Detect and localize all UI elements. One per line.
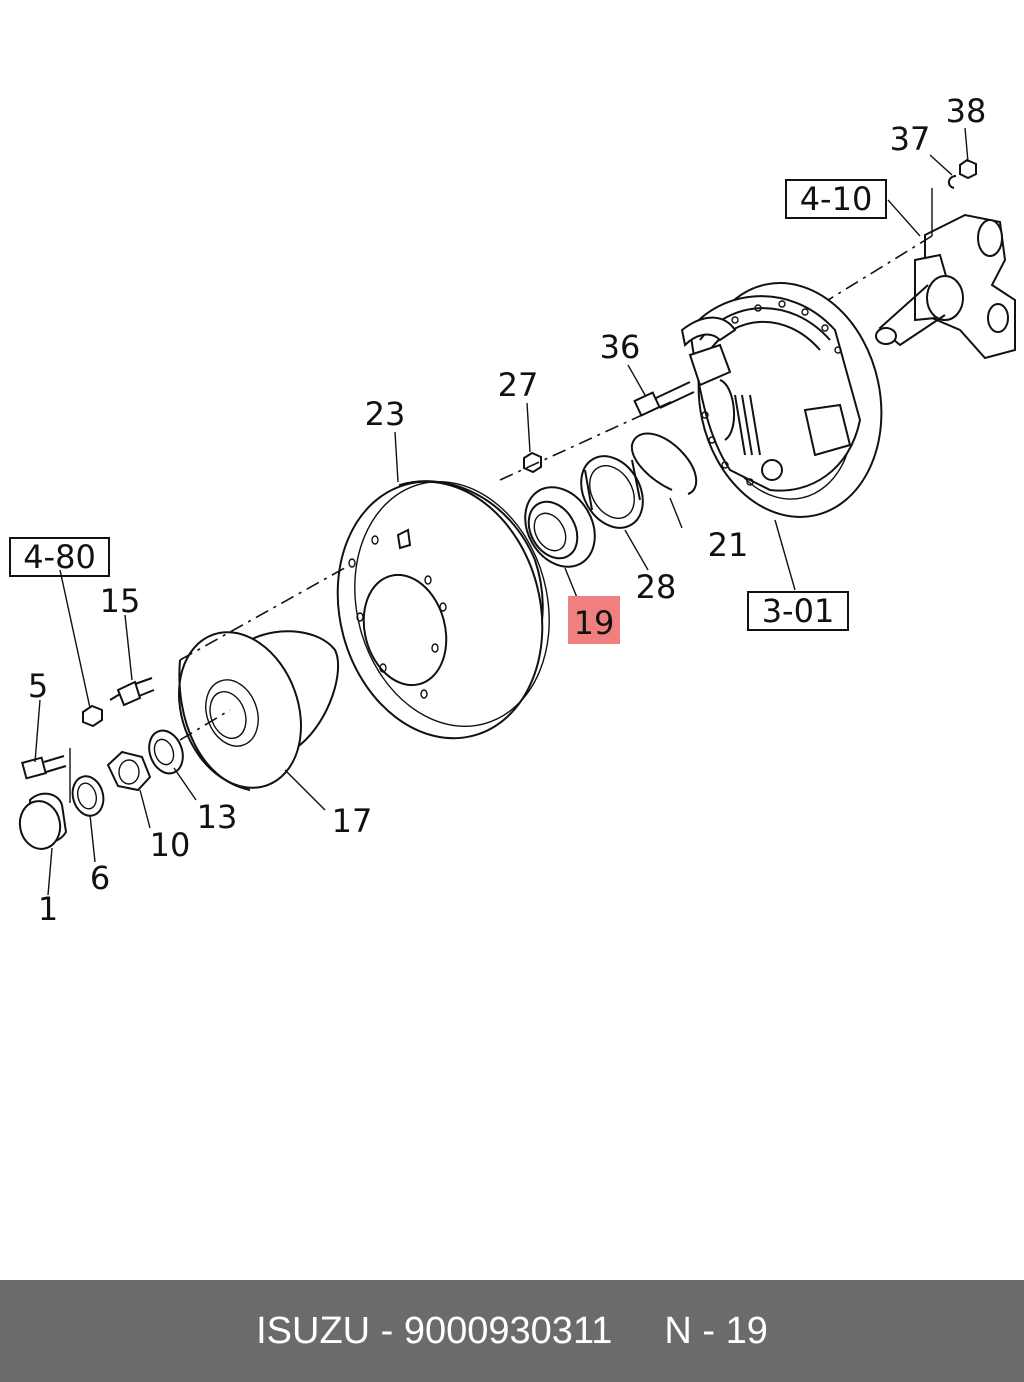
bearing-13	[148, 729, 184, 775]
callout-21: 21	[708, 526, 749, 564]
footer-bar: ISUZU - 9000930311 N - 19	[0, 1280, 1024, 1382]
bolt-36	[633, 381, 695, 417]
callout-28: 28	[636, 568, 677, 606]
lock-nut-10	[106, 750, 152, 792]
callout-23: 23	[365, 395, 406, 433]
callout-37: 37	[890, 120, 931, 158]
callout-27: 27	[498, 366, 539, 404]
ref-box-3-01: 3-01	[747, 591, 849, 631]
callout-13: 13	[197, 798, 238, 836]
ref-label-3-01: 3-01	[762, 592, 835, 630]
gasket-6	[71, 775, 105, 817]
callout-36: 36	[600, 328, 641, 366]
callout-numbers: 19 23 27 36 21 28 37 38 15 5 13 17 10 6 …	[28, 92, 987, 928]
callout-15: 15	[100, 582, 141, 620]
hub-bolt-15	[109, 677, 155, 707]
callout-38: 38	[946, 92, 987, 130]
callout-17: 17	[332, 802, 373, 840]
ref-box-4-80: 4-80	[9, 537, 110, 577]
callout-6: 6	[90, 859, 110, 897]
brake-drum-23	[336, 480, 550, 740]
callout-5: 5	[28, 667, 48, 705]
footer-separator: -	[370, 1309, 404, 1352]
axle-knuckle	[819, 213, 1016, 360]
brake-backing-plate-assembly	[680, 282, 883, 518]
exploded-parts-diagram: 4-80 4-10 3-01 19 23 27 36 21 28 37 38 1…	[9, 92, 1016, 928]
footer-page-ref: N - 19	[664, 1309, 768, 1352]
nut-38	[959, 158, 977, 180]
bolt-5	[21, 755, 67, 780]
snap-ring-21	[630, 432, 698, 495]
leader-lines	[34, 127, 969, 896]
bearing-19	[524, 486, 596, 568]
ref-box-4-10: 4-10	[785, 179, 887, 219]
oil-seal-28	[580, 455, 644, 529]
hub-cap-1	[18, 792, 68, 850]
wheel-hub-17	[178, 630, 340, 791]
callout-19: 19	[574, 604, 615, 642]
footer-brand: ISUZU	[256, 1309, 371, 1352]
highlight-19	[568, 596, 620, 644]
callout-1: 1	[38, 890, 58, 928]
footer-part-number: 9000930311	[403, 1309, 613, 1352]
ref-label-4-10: 4-10	[800, 180, 873, 218]
hub-nut-4-80	[82, 704, 103, 728]
washer-37	[948, 175, 957, 189]
callout-10: 10	[150, 826, 191, 864]
ref-label-4-80: 4-80	[23, 538, 96, 576]
